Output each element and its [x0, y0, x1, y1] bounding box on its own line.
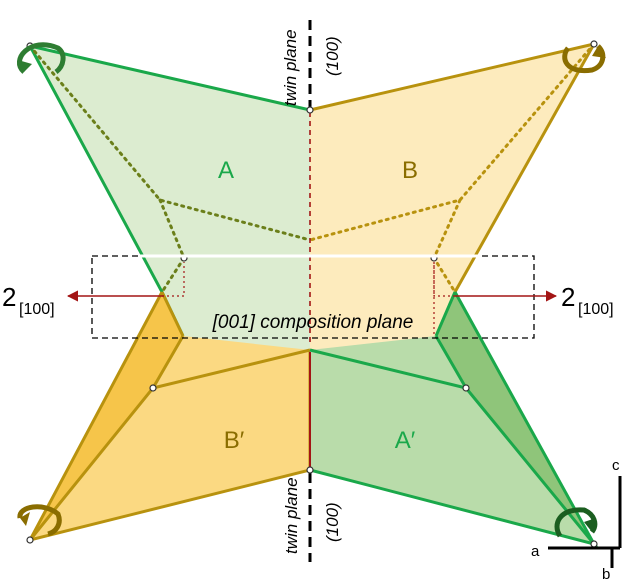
axis-guide-left: [162, 262, 185, 297]
rotation-marker-top-right: [562, 44, 606, 74]
two-fold-axis-right-sub: [100]: [578, 301, 614, 318]
axis-b-label: b: [602, 566, 610, 582]
crystal-a-prime-label: A′: [395, 427, 416, 454]
rotation-marker-top-left: [16, 42, 66, 74]
crystal-a-prime-right-edge: [453, 291, 596, 545]
crystal-a-prime-short-edge: [434, 291, 457, 337]
crystal-a-prime: [309, 291, 599, 547]
crystal-a-label: A: [218, 157, 234, 184]
rotation-marker-bottom-left: [17, 504, 62, 537]
crystal-b: [308, 42, 596, 360]
crystal-b-prime-top-edge: [152, 348, 311, 390]
crystal-a-top-edge: [29, 44, 311, 112]
crystal-b-prime-side: [30, 292, 183, 540]
rotation-marker-bottom-right: [554, 507, 598, 538]
curved-rotation-arrow-icon: [17, 504, 62, 537]
crystal-axes: c a b: [531, 457, 622, 582]
axis-c-label: c: [612, 457, 620, 474]
two-fold-axis-left-label: 2: [2, 282, 16, 312]
crystal-a-prime-face: [310, 336, 594, 544]
crystal-b-top-edge: [309, 42, 595, 112]
crystal-a-prime-side: [436, 292, 594, 544]
crystal-b-prime-face: [30, 336, 310, 540]
twin-plane-bottom-label: twin plane: [282, 477, 301, 554]
composition-plane-label: [001] composition plane: [212, 312, 414, 333]
twin-plane-top-label: twin plane: [281, 29, 300, 106]
two-fold-axis-left-sub: [100]: [19, 301, 55, 318]
crystal-b-right-edge: [453, 43, 596, 293]
crystal-b-prime-label: B′: [224, 427, 245, 454]
axis-a-label: a: [531, 543, 540, 560]
crystal-b-label: B: [402, 157, 418, 184]
crystal-b-face: [310, 44, 594, 360]
twin-plane-bottom-index: (100): [323, 502, 342, 542]
axis-guide-right: [433, 262, 455, 336]
crystal-a-prime-outline: [309, 348, 599, 547]
twin-plane-top-index: (100): [323, 36, 342, 76]
curved-rotation-arrow-icon: [554, 507, 598, 538]
crystal-b-prime-short-edge: [160, 291, 185, 337]
curved-rotation-arrow-icon: [16, 42, 66, 74]
two-fold-axis-right-label: 2: [561, 282, 575, 312]
crystal-a-prime-inner-edge: [434, 335, 468, 389]
